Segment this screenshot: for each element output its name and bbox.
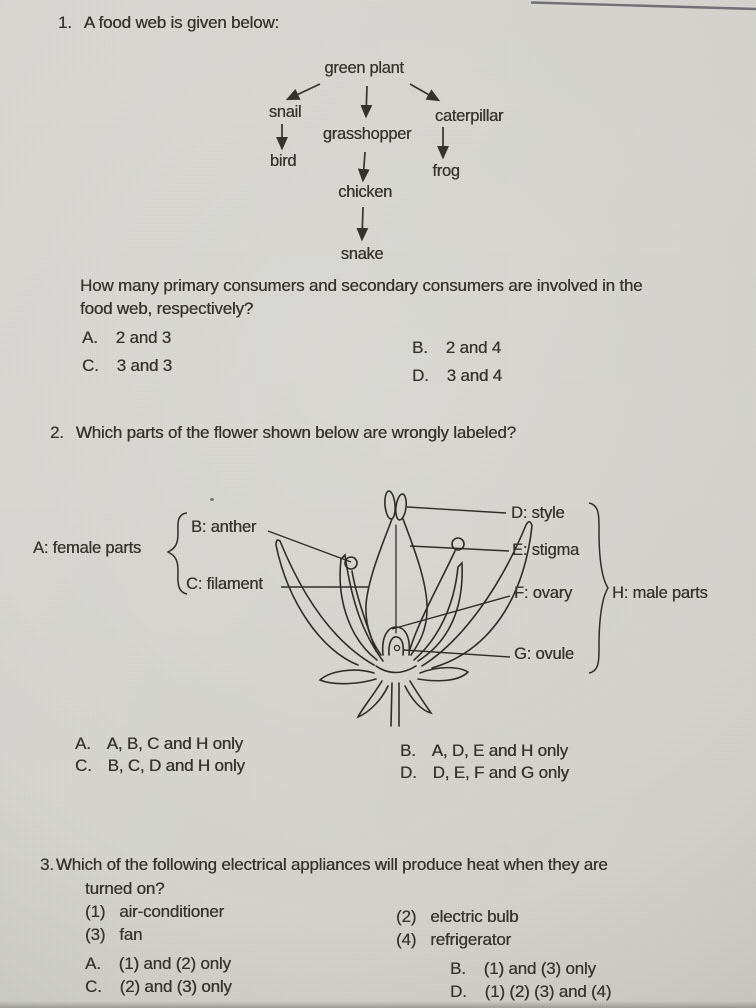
option-text: 3 and 4 — [446, 366, 503, 385]
q1-number: 1. — [58, 13, 72, 32]
foodweb-node-caterpillar: caterpillar — [434, 107, 504, 125]
foodweb-node-chicken: chicken — [338, 183, 392, 201]
flower-filament — [351, 570, 377, 652]
option-label: D. — [412, 366, 429, 385]
left-brace — [166, 512, 188, 595]
item-number: (2) — [396, 907, 417, 926]
q1-question-line2: food web, respectively? — [80, 299, 254, 318]
q3-heading-line2: turned on? — [85, 879, 165, 898]
q3-item-4: (4) refrigerator — [396, 930, 511, 950]
flower-outer-petal — [275, 539, 375, 666]
flower-label-male-parts: H: male parts — [612, 584, 708, 602]
option-text: A, B, C and H only — [106, 734, 243, 753]
flower-inner-petal — [339, 553, 384, 662]
q1-heading: 1. A food web is given below: — [58, 13, 279, 33]
right-brace — [588, 502, 609, 674]
q1-title-text: A food web is given below: — [83, 13, 279, 32]
foodweb-node-snake: snake — [340, 245, 384, 263]
flower-label-ovule: G: ovule — [514, 645, 574, 663]
item-text: refrigerator — [430, 930, 511, 949]
flower-sepals — [318, 666, 470, 719]
item-text: fan — [119, 925, 143, 944]
option-text: (1) (2) (3) and (4) — [484, 982, 612, 1001]
q2-number: 2. — [50, 423, 64, 442]
option-label: C. — [85, 977, 102, 996]
flower-stigma — [384, 490, 396, 520]
q1-option-c: C. 3 and 3 — [82, 356, 172, 376]
q1-question-line1: How many primary consumers and secondary… — [80, 276, 643, 295]
q3-item-2: (2) electric bulb — [396, 907, 519, 927]
q3-option-a: A. (1) and (2) only — [85, 954, 231, 974]
flower-label-style: D: style — [511, 504, 565, 522]
flower-anther — [344, 556, 358, 570]
q2-title-text: Which parts of the flower shown below ar… — [75, 423, 516, 442]
foodweb-node-frog: frog — [432, 162, 460, 180]
q3-option-c: C. (2) and (3) only — [85, 977, 232, 997]
option-text: (1) and (2) only — [118, 954, 231, 973]
flower-ovule — [388, 636, 405, 656]
flower-label-female-parts: A: female parts — [33, 539, 141, 557]
foodweb-node-bird: bird — [269, 152, 297, 170]
q3-item-3: (3) fan — [85, 925, 142, 945]
foodweb-node-green-plant: green plant — [324, 59, 404, 77]
q1-option-d: D. 3 and 4 — [412, 366, 502, 386]
option-label: B. — [400, 741, 416, 760]
option-label: D. — [450, 982, 467, 1001]
option-text: 2 and 4 — [445, 338, 502, 357]
option-label: C. — [82, 356, 99, 375]
q2-option-b: B. A, D, E and H only — [400, 741, 568, 761]
q3-option-b: B. (1) and (3) only — [450, 959, 596, 979]
flower-illustration — [275, 490, 533, 727]
q2-option-a: A. A, B, C and H only — [75, 734, 243, 754]
q3-number: 3. — [40, 855, 54, 874]
flower-label-stigma: E: stigma — [512, 541, 579, 559]
flower-label-filament: C: filament — [186, 575, 263, 593]
item-number: (4) — [396, 930, 417, 949]
flower-style — [365, 518, 393, 656]
option-text: B, C, D and H only — [107, 756, 245, 775]
q3-option-d: D. (1) (2) (3) and (4) — [450, 982, 611, 1002]
photo-speck — [210, 498, 214, 501]
option-text: 3 and 3 — [116, 356, 173, 375]
q1-option-b: B. 2 and 4 — [412, 338, 501, 358]
flower-stem — [390, 682, 400, 727]
option-label: A. — [75, 734, 91, 753]
option-label: A. — [85, 954, 101, 973]
flower-label-ovary: F: ovary — [514, 584, 572, 602]
q2-option-d: D. D, E, F and G only — [400, 763, 569, 783]
option-label: C. — [75, 756, 92, 775]
foodweb-node-snail: snail — [268, 103, 302, 121]
item-text: air-conditioner — [119, 902, 224, 921]
option-label: A. — [82, 328, 98, 347]
option-text: D, E, F and G only — [432, 763, 569, 782]
q1-option-a: A. 2 and 3 — [82, 328, 171, 348]
q3-title-text: Which of the following electrical applia… — [55, 855, 608, 874]
option-text: 2 and 3 — [115, 328, 172, 347]
page-edge-line — [530, 1, 756, 11]
item-number: (1) — [85, 902, 106, 921]
flower-ovary — [381, 626, 411, 656]
label-connector-lines — [267, 506, 511, 658]
q3-heading: 3. Which of the following electrical app… — [40, 855, 608, 875]
photo-bottom-shadow — [0, 1001, 756, 1008]
q3-item-1: (1) air-conditioner — [85, 902, 224, 922]
item-number: (3) — [85, 925, 106, 944]
q2-option-c: C. B, C, D and H only — [75, 756, 245, 776]
option-text: (2) and (3) only — [119, 977, 232, 996]
foodweb-node-grasshopper: grasshopper — [322, 125, 412, 143]
q2-heading: 2. Which parts of the flower shown below… — [50, 423, 516, 443]
option-text: A, D, E and H only — [431, 741, 568, 760]
option-text: (1) and (3) only — [483, 959, 596, 978]
item-text: electric bulb — [430, 907, 519, 926]
option-label: B. — [412, 338, 428, 357]
foodweb-arrows — [276, 83, 449, 242]
option-label: B. — [450, 959, 466, 978]
option-label: D. — [400, 763, 417, 782]
flower-label-anther: B: anther — [191, 518, 257, 536]
